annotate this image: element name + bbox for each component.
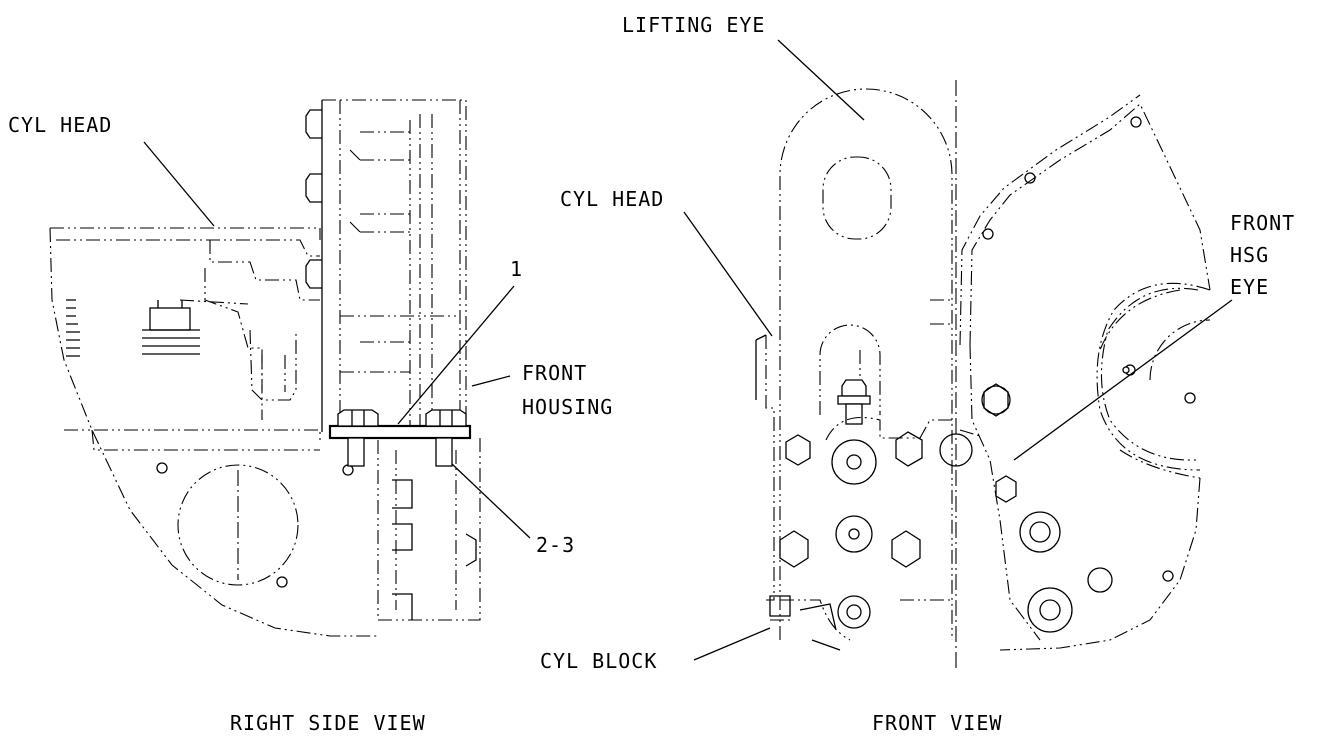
bolt-right — [425, 409, 467, 467]
housing-bolt-bosses — [305, 109, 322, 289]
housing-hole-2 — [1024, 172, 1036, 184]
leader-lines-right-side — [143, 141, 531, 539]
label-front-housing-1: FRONT — [522, 361, 587, 385]
label-item-2-3: 2-3 — [536, 533, 575, 557]
label-front-housing-2: HOUSING — [522, 395, 613, 419]
front-view-drawing — [755, 80, 1211, 672]
caption-front-view: FRONT VIEW — [872, 711, 1002, 735]
housing-hole-3 — [982, 228, 994, 240]
bolt-left — [337, 409, 379, 467]
label-cyl-head-front: CYL HEAD — [560, 187, 664, 211]
small-hole-1 — [156, 462, 168, 474]
label-cyl-head-side: CYL HEAD — [8, 113, 112, 137]
housing-hole-4 — [1184, 392, 1196, 404]
lifting-eye-hole — [822, 156, 892, 240]
lifting-plate — [328, 424, 472, 440]
bore-circle — [177, 464, 299, 586]
right-side-view-drawing — [49, 99, 481, 637]
leader-lines-front — [683, 39, 1233, 661]
label-cyl-block: CYL BLOCK — [540, 649, 657, 673]
small-hole-2 — [276, 576, 288, 588]
label-front-hsg-eye-3: EYE — [1230, 275, 1269, 299]
label-front-hsg-eye-2: HSG — [1230, 243, 1269, 267]
round-bosses — [831, 385, 1113, 633]
valve-spring-left — [66, 299, 80, 357]
valve-spring-right — [142, 300, 200, 355]
label-item-1: 1 — [510, 257, 523, 281]
hex-bolts — [779, 383, 1017, 568]
housing-hole-6 — [1162, 570, 1174, 582]
label-front-hsg-eye-1: FRONT — [1230, 211, 1295, 235]
label-lifting-eye: LIFTING EYE — [622, 13, 765, 37]
housing-hole-1 — [1130, 116, 1142, 128]
caption-right-side-view: RIGHT SIDE VIEW — [230, 711, 426, 735]
